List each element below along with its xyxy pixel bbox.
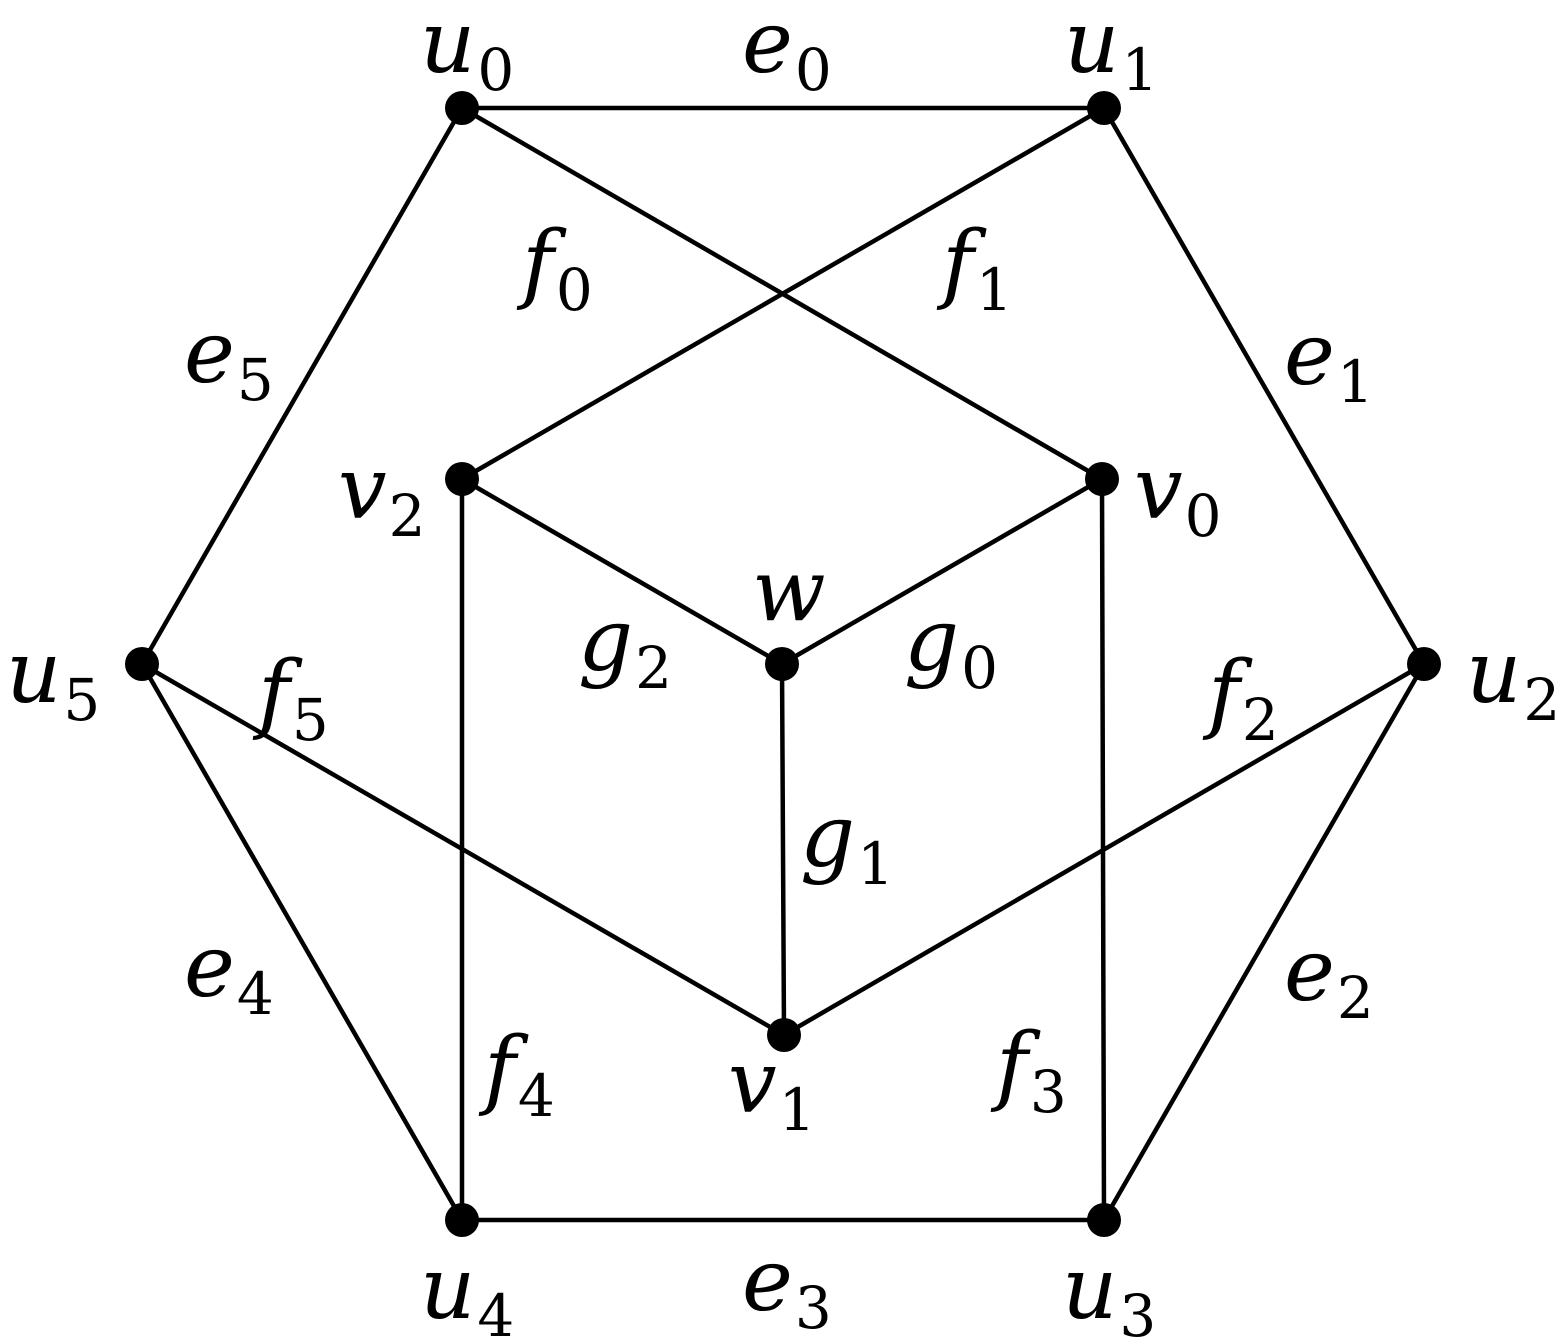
vertex-label-u5-subscript: 5	[63, 666, 100, 734]
edge-label-f4: f4	[478, 1019, 555, 1130]
vertex-label-w: w	[752, 541, 826, 641]
vertex-u1	[1087, 91, 1121, 125]
edge-label-g2-subscript: 2	[635, 634, 672, 702]
vertex-label-v1-subscript: 1	[779, 1076, 816, 1144]
vertex-label-u1: u1	[1064, 0, 1158, 104]
vertex-label-u0-letter: u	[420, 0, 475, 93]
vertex-label-v2: v2	[338, 439, 426, 550]
vertex-label-u2: u2	[1466, 623, 1560, 734]
edge-label-e3-subscript: 3	[795, 1274, 832, 1342]
edge-label-g2-letter: g	[578, 591, 633, 691]
edge-label-e5: e5	[184, 303, 274, 414]
edge-g0	[779, 476, 1105, 667]
edge-label-g1-subscript: 1	[857, 830, 894, 898]
edge-label-g0-subscript: 0	[961, 634, 998, 702]
vertex-label-u5-letter: u	[6, 623, 61, 723]
vertex-label-u4-letter: u	[420, 1239, 475, 1339]
vertex-label-u3-letter: u	[1062, 1239, 1117, 1339]
edge-label-f3-subscript: 3	[1030, 1058, 1067, 1126]
edge-label-f2-subscript: 2	[1242, 686, 1279, 754]
edge-label-g0-letter: g	[904, 591, 959, 691]
edge-label-f1: f1	[936, 213, 1013, 324]
edge-label-f0: f0	[516, 213, 593, 324]
vertex-label-u4: u4	[420, 1239, 514, 1342]
edge-label-f5-subscript: 5	[292, 686, 329, 754]
vertex-label-u1-subscript: 1	[1121, 36, 1158, 104]
edge-label-e4-subscript: 4	[237, 960, 274, 1028]
vertex-label-v1: v1	[728, 1033, 816, 1144]
edge-label-e2: e2	[1284, 921, 1374, 1032]
edge-label-g1: g1	[800, 787, 894, 898]
vertex-label-u3-subscript: 3	[1119, 1282, 1156, 1342]
edge-f5	[139, 661, 787, 1038]
vertex-u3	[1087, 1203, 1121, 1237]
edge-label-e3: e3	[742, 1231, 832, 1342]
vertex-w	[765, 647, 799, 681]
edge-label-e3-letter: e	[742, 1231, 793, 1331]
vertex-u2	[1407, 647, 1441, 681]
vertex-label-v2-letter: v	[338, 439, 387, 539]
vertex-label-u1-letter: u	[1064, 0, 1119, 93]
vertex-v0	[1085, 462, 1119, 496]
vertex-u4	[445, 1203, 479, 1237]
edge-label-e5-subscript: 5	[237, 346, 274, 414]
vertex-label-u0-subscript: 0	[477, 36, 514, 104]
edge-e1	[1101, 105, 1427, 667]
edge-e2	[1101, 661, 1427, 1223]
edge-label-e1: e1	[1284, 305, 1374, 416]
edge-g2	[459, 476, 785, 667]
vertex-label-v2-subscript: 2	[389, 482, 426, 550]
edge-label-e4-letter: e	[184, 917, 235, 1017]
edge-label-f0-subscript: 0	[556, 256, 593, 324]
vertex-label-w-letter: w	[752, 541, 826, 641]
edge-label-e5-letter: e	[184, 303, 235, 403]
edge-label-g2: g2	[578, 591, 672, 702]
edge-f3	[1099, 476, 1107, 1223]
vertex-label-v0: v0	[1134, 439, 1222, 550]
vertex-label-u2-subscript: 2	[1523, 666, 1560, 734]
edge-label-e0: e0	[742, 0, 832, 104]
edge-label-e1-subscript: 1	[1337, 348, 1374, 416]
edge-label-g0: g0	[904, 591, 998, 702]
edge-label-f4-subscript: 4	[518, 1062, 555, 1130]
vertex-label-u2-letter: u	[1466, 623, 1521, 723]
edge-label-f1-subscript: 1	[976, 256, 1013, 324]
vertex-u0	[445, 91, 479, 125]
edges-layer	[139, 105, 1427, 1223]
vertices-layer	[125, 91, 1441, 1237]
edge-label-g1-letter: g	[800, 787, 855, 887]
vertex-v2	[445, 462, 479, 496]
vertex-label-u0: u0	[420, 0, 514, 104]
vertex-label-v0-subscript: 0	[1185, 482, 1222, 550]
edge-label-e1-letter: e	[1284, 305, 1335, 405]
edge-label-e0-letter: e	[742, 0, 793, 93]
vertex-label-u4-subscript: 4	[477, 1282, 514, 1342]
edge-e4	[139, 661, 465, 1223]
edge-label-f2: f2	[1202, 643, 1279, 754]
edge-label-e4: e4	[184, 917, 274, 1028]
edge-label-e0-subscript: 0	[795, 36, 832, 104]
edge-f1	[459, 105, 1107, 482]
vertex-label-v0-letter: v	[1134, 439, 1183, 539]
edge-label-f5: f5	[252, 643, 329, 754]
edge-label-e2-letter: e	[1284, 921, 1335, 1021]
vertex-v1	[767, 1018, 801, 1052]
vertex-u5	[125, 647, 159, 681]
vertex-label-u5: u5	[6, 623, 100, 734]
edge-label-e2-subscript: 2	[1337, 964, 1374, 1032]
edge-e5	[139, 105, 465, 667]
vertex-label-v1-letter: v	[728, 1033, 777, 1133]
edge-g1	[779, 661, 787, 1038]
vertex-label-u3: u3	[1062, 1239, 1156, 1342]
edge-label-f3: f3	[990, 1015, 1067, 1126]
